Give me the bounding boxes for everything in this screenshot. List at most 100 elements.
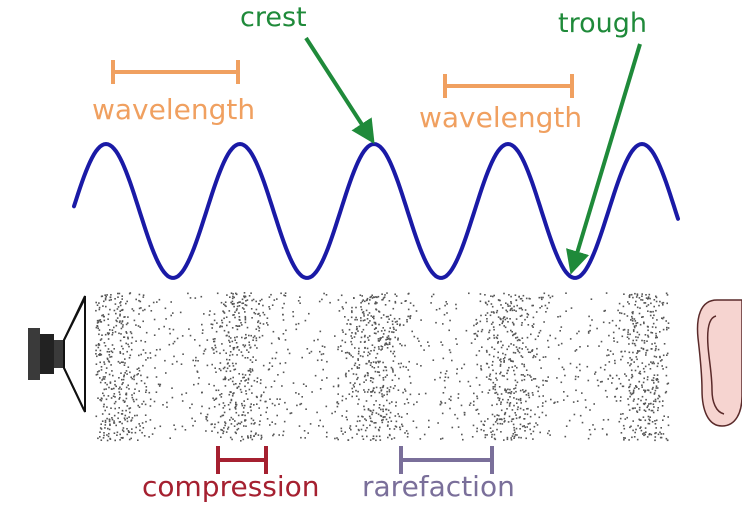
particle bbox=[568, 419, 571, 422]
particle bbox=[231, 395, 234, 397]
particle bbox=[371, 411, 374, 414]
particle bbox=[221, 319, 223, 322]
particle bbox=[203, 313, 205, 315]
particle bbox=[486, 318, 488, 320]
particle bbox=[622, 413, 624, 415]
particle bbox=[108, 432, 110, 435]
particle bbox=[656, 365, 659, 368]
particle bbox=[387, 424, 389, 427]
particle bbox=[385, 413, 388, 416]
particle bbox=[149, 352, 152, 354]
particle bbox=[480, 365, 482, 367]
particle bbox=[144, 341, 147, 343]
particle bbox=[569, 338, 572, 340]
particle bbox=[369, 296, 371, 299]
particle bbox=[657, 381, 660, 383]
particle bbox=[153, 400, 156, 403]
particle bbox=[515, 310, 517, 312]
crest-label: crest bbox=[240, 2, 307, 33]
particle bbox=[235, 293, 238, 296]
particle bbox=[632, 407, 635, 410]
particle bbox=[307, 432, 309, 434]
particle bbox=[646, 376, 649, 378]
particle bbox=[496, 419, 498, 422]
particle bbox=[544, 304, 547, 307]
particle bbox=[256, 381, 258, 383]
particle bbox=[627, 398, 629, 400]
particle bbox=[220, 393, 223, 395]
particle bbox=[238, 325, 241, 327]
particle bbox=[404, 388, 406, 391]
particle bbox=[666, 354, 668, 356]
particle bbox=[268, 362, 271, 364]
particle bbox=[238, 305, 241, 307]
particle bbox=[388, 341, 391, 344]
particle bbox=[658, 395, 661, 398]
particle bbox=[503, 361, 505, 363]
particle bbox=[432, 359, 435, 361]
particle bbox=[304, 437, 306, 439]
particle bbox=[648, 418, 650, 421]
particle bbox=[356, 366, 359, 368]
particle bbox=[229, 296, 231, 298]
particle bbox=[515, 390, 517, 393]
particle bbox=[246, 398, 249, 400]
particle bbox=[122, 324, 124, 326]
particle bbox=[334, 437, 336, 440]
particle bbox=[219, 326, 221, 328]
particle bbox=[491, 346, 493, 349]
particle bbox=[663, 415, 665, 417]
particle bbox=[565, 310, 567, 312]
particle bbox=[399, 324, 401, 327]
particle bbox=[241, 404, 244, 407]
particle bbox=[223, 404, 226, 407]
particle bbox=[263, 391, 265, 394]
particle bbox=[523, 425, 525, 427]
particle bbox=[512, 334, 514, 337]
particle bbox=[140, 374, 142, 377]
particle bbox=[228, 310, 231, 312]
particle bbox=[392, 326, 395, 329]
particle bbox=[645, 297, 648, 299]
particle bbox=[367, 339, 370, 341]
particle bbox=[513, 369, 515, 372]
particle bbox=[489, 373, 492, 376]
particle bbox=[382, 298, 384, 301]
particle bbox=[633, 330, 635, 333]
particle bbox=[510, 439, 513, 441]
particle bbox=[527, 394, 530, 397]
particle bbox=[224, 378, 226, 381]
particle bbox=[125, 397, 128, 400]
particle bbox=[332, 385, 335, 388]
particle bbox=[362, 328, 365, 331]
particle bbox=[392, 331, 395, 334]
particle bbox=[662, 368, 664, 370]
particle bbox=[236, 423, 239, 426]
particle bbox=[125, 302, 127, 305]
particle bbox=[654, 420, 656, 422]
particle bbox=[127, 337, 129, 340]
particle bbox=[260, 395, 262, 398]
particle bbox=[395, 401, 397, 404]
particle bbox=[120, 327, 123, 330]
particle bbox=[243, 308, 245, 310]
particle bbox=[531, 325, 534, 327]
particle bbox=[473, 400, 475, 403]
particle bbox=[405, 300, 407, 302]
particle bbox=[620, 312, 623, 315]
particle bbox=[587, 437, 590, 440]
particle bbox=[647, 297, 650, 299]
particle bbox=[508, 391, 511, 394]
particle bbox=[662, 328, 665, 331]
particle bbox=[356, 326, 358, 328]
particle bbox=[608, 354, 610, 356]
particle bbox=[497, 342, 499, 344]
particle bbox=[598, 345, 600, 347]
particle bbox=[145, 389, 148, 391]
particle bbox=[217, 389, 220, 392]
particle bbox=[517, 398, 520, 401]
particle bbox=[589, 329, 591, 332]
particle bbox=[121, 326, 124, 328]
particle bbox=[258, 423, 261, 426]
particle bbox=[230, 398, 233, 401]
